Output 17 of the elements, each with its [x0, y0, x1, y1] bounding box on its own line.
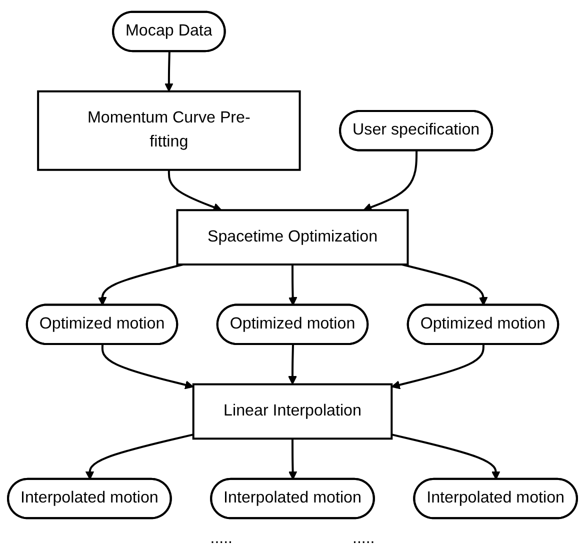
arrow	[164, 52, 174, 92]
arrow	[98, 264, 184, 306]
arrow	[391, 344, 484, 390]
ellipsis-text: .....	[352, 530, 375, 549]
arrow	[363, 150, 418, 212]
node-box: Linear Interpolation	[192, 383, 393, 440]
arrow	[288, 438, 298, 480]
arrow	[101, 344, 194, 390]
arrow	[85, 434, 194, 480]
arrow	[391, 434, 500, 480]
ellipsis-text: .....	[210, 530, 232, 549]
node-box: Momentum Curve Pre-fitting	[37, 90, 301, 171]
arrow	[288, 264, 298, 306]
arrow	[168, 170, 222, 212]
node-box: Spacetime Optimization	[176, 209, 409, 266]
arrow	[288, 344, 297, 385]
arrow	[402, 264, 488, 306]
